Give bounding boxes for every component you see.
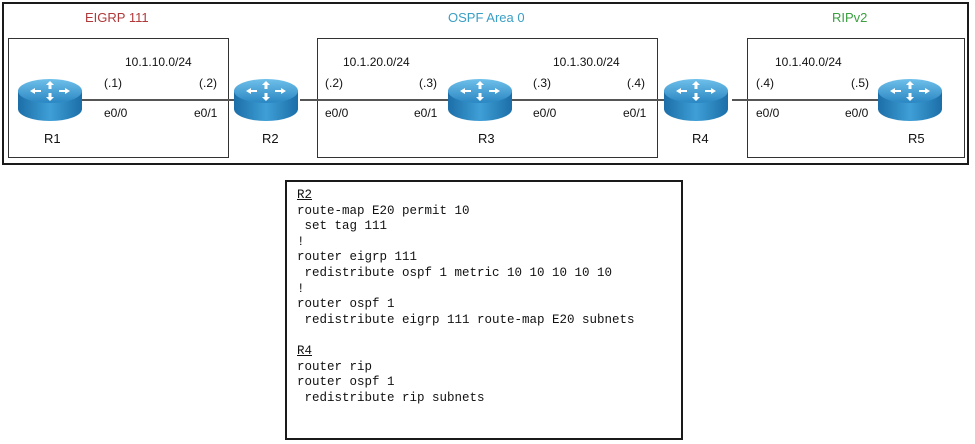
config-line: redistribute ospf 1 metric 10 10 10 10 1… [297, 265, 613, 280]
config-line: router ospf 1 [297, 297, 395, 312]
config-line: set tag 111 [297, 219, 388, 234]
interface-label-r2-right: e0/0 [325, 106, 349, 120]
config-line: redistribute rip subnets [297, 390, 485, 405]
router-label-r4: R4 [692, 131, 709, 146]
interface-label-r3-left: e0/1 [414, 106, 438, 120]
host-id-r3-right: (.3) [533, 76, 551, 90]
config-line: route-map E20 permit 10 [297, 203, 470, 218]
host-id-r2-right: (.2) [325, 76, 343, 90]
config-line: router ospf 1 [297, 375, 395, 390]
config-line [297, 328, 671, 344]
host-id-r3-left: (.3) [419, 76, 437, 90]
config-device-heading: R4 [297, 343, 313, 358]
config-device-heading: R2 [297, 188, 313, 202]
router-label-r2: R2 [262, 131, 279, 146]
router-label-r1: R1 [44, 131, 61, 146]
host-id-r4-left: (.4) [627, 76, 645, 90]
subnet-label-2: 10.1.20.0/24 [343, 55, 410, 69]
zone-title-ospf: OSPF Area 0 [448, 10, 525, 25]
interface-label-r4-right: e0/0 [756, 106, 780, 120]
router-icon-r5[interactable] [876, 74, 944, 126]
host-id-r2-left: (.2) [199, 76, 217, 90]
config-line: router eigrp 111 [297, 250, 418, 265]
link-r4-r5 [732, 99, 882, 101]
interface-label-r1: e0/0 [104, 106, 128, 120]
interface-label-r5: e0/0 [845, 106, 869, 120]
config-line: router rip [297, 359, 373, 374]
subnet-label-1: 10.1.10.0/24 [125, 55, 192, 69]
router-label-r5: R5 [908, 131, 925, 146]
zone-title-eigrp: EIGRP 111 [85, 10, 149, 25]
topology-frame [2, 2, 969, 165]
router-icon-r4[interactable] [662, 74, 730, 126]
interface-label-r2-left: e0/1 [194, 106, 218, 120]
config-line: ! [297, 234, 305, 249]
host-id-r4-right: (.4) [756, 76, 774, 90]
router-icon-r3[interactable] [446, 74, 514, 126]
zone-title-rip: RIPv2 [832, 10, 868, 25]
link-r3-r4 [512, 99, 680, 101]
router-icon-r2[interactable] [232, 74, 300, 126]
zone-box-eigrp [8, 38, 229, 158]
subnet-label-4: 10.1.40.0/24 [775, 55, 842, 69]
zone-box-rip [747, 38, 965, 158]
router-label-r3: R3 [478, 131, 495, 146]
subnet-label-3: 10.1.30.0/24 [553, 55, 620, 69]
link-r1-r2 [80, 99, 238, 101]
host-id-r5: (.5) [851, 76, 869, 90]
config-line: redistribute eigrp 111 route-map E20 sub… [297, 312, 635, 327]
link-r2-r3 [300, 99, 452, 101]
interface-label-r3-right: e0/0 [533, 106, 557, 120]
router-icon-r1[interactable] [16, 74, 84, 126]
zone-box-ospf [317, 38, 658, 158]
interface-label-r4-left: e0/1 [623, 106, 647, 120]
config-line: ! [297, 281, 305, 296]
host-id-r1: (.1) [104, 76, 122, 90]
